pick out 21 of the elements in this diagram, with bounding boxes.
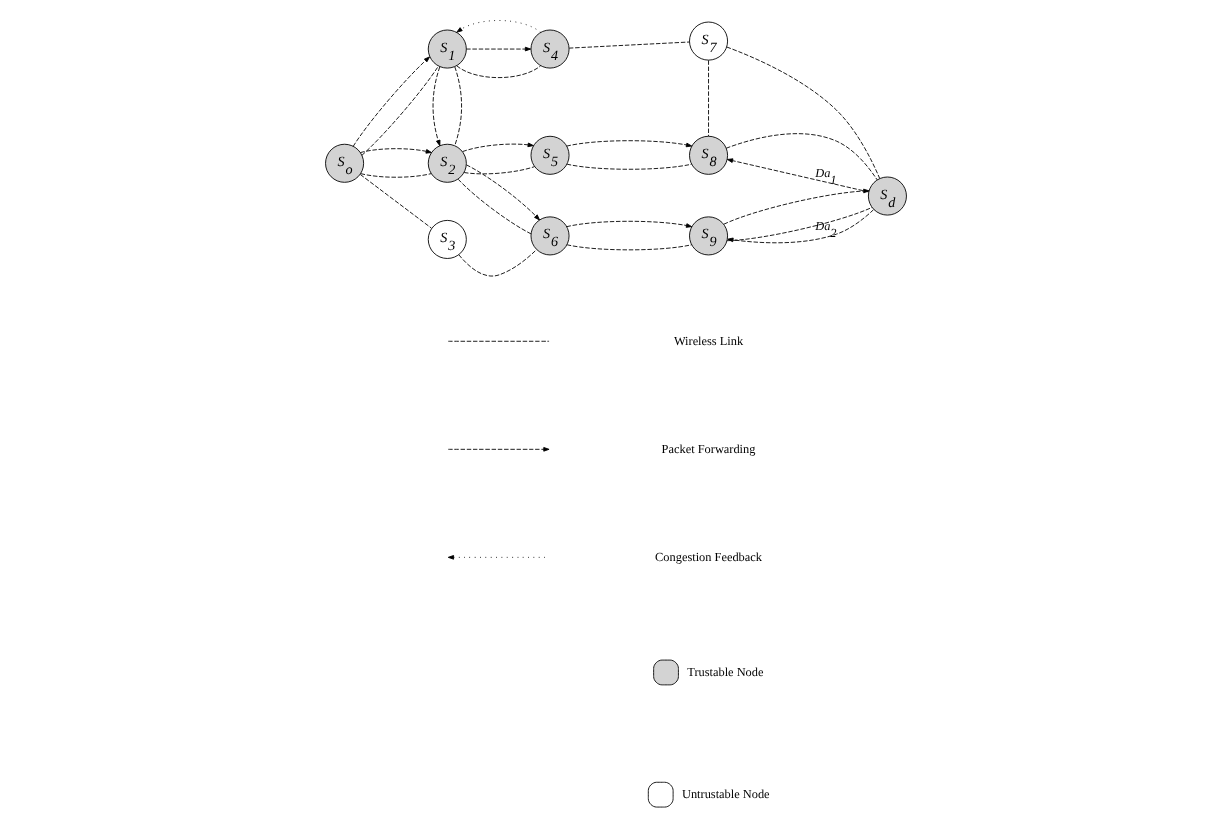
arrow [455,20,540,33]
arrow [358,148,431,154]
connector [358,174,431,229]
connector [453,66,462,147]
connector [565,163,691,170]
connector [457,249,537,277]
arrow [465,46,531,52]
arrow [565,140,692,148]
connector [456,178,531,235]
arrow [465,164,539,221]
connector [455,65,540,79]
connector [707,59,708,137]
arrow [565,220,692,228]
connector [567,41,689,49]
connector [565,244,691,251]
connector [462,166,534,175]
connector [724,133,877,181]
connector [359,173,431,178]
arrow [461,142,533,152]
arrow [431,66,440,147]
connector [725,46,880,179]
